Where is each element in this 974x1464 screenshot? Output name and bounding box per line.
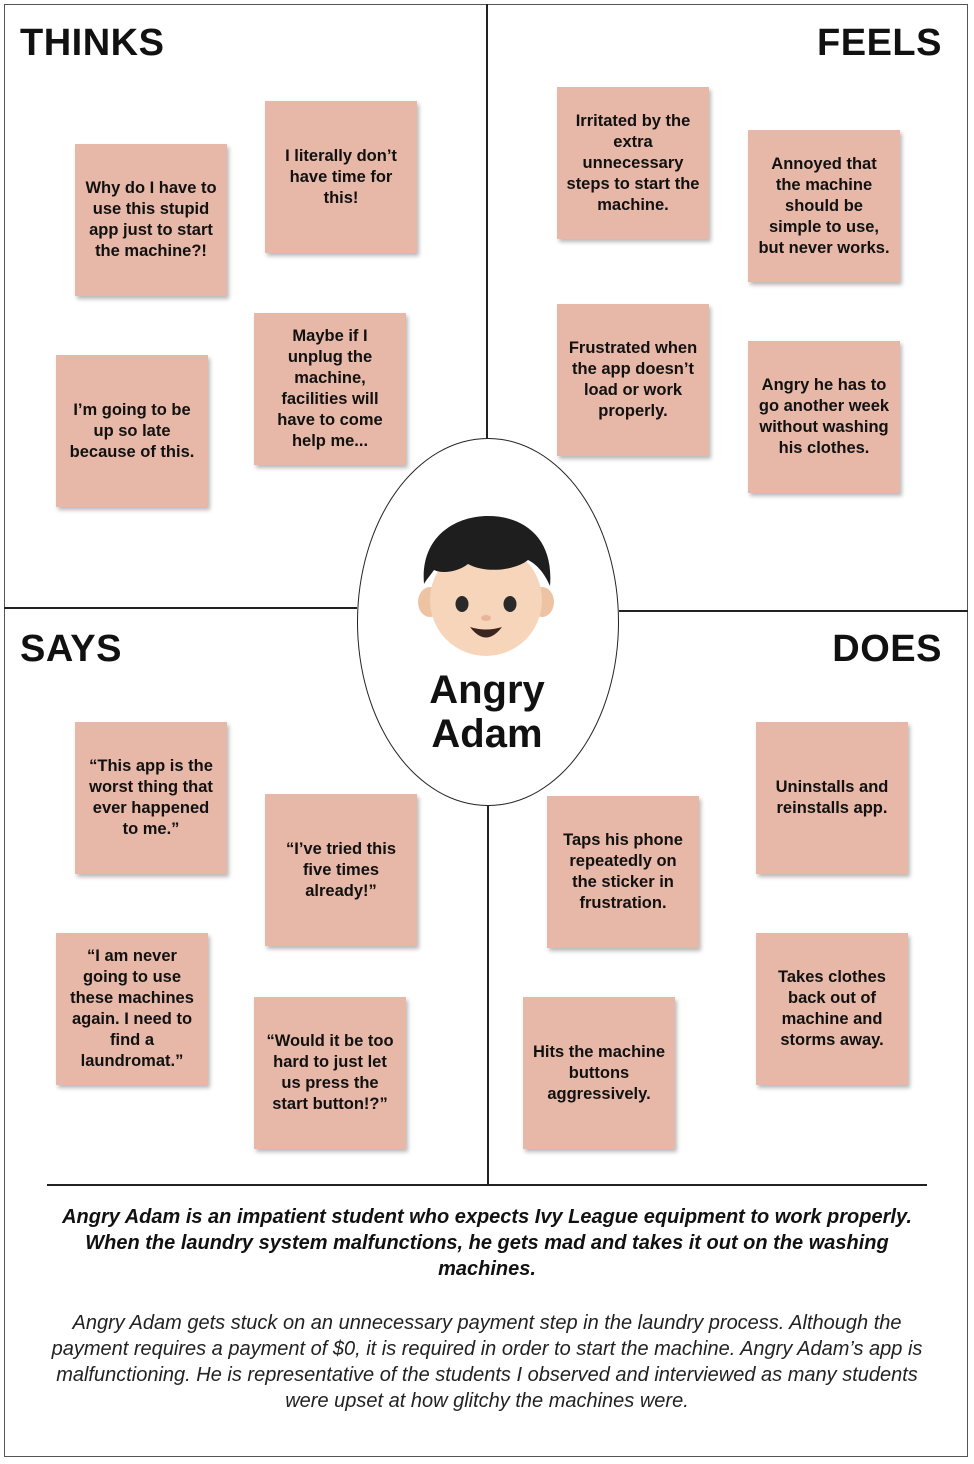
does-note-2: Taps his phone repeatedly on the sticker…: [547, 796, 699, 948]
feels-note-4: Angry he has to go another week without …: [748, 341, 900, 493]
horizontal-divider-left: [4, 607, 357, 609]
thinks-note-1: Why do I have to use this stupid app jus…: [75, 144, 227, 296]
says-note-4: “Would it be too hard to just let us pre…: [254, 997, 406, 1149]
feels-note-2: Annoyed that the machine should be simpl…: [748, 130, 900, 282]
says-note-1: “This app is the worst thing that ever h…: [75, 722, 227, 874]
thinks-note-3: I’m going to be up so late because of th…: [56, 355, 208, 507]
summary-divider: [47, 1184, 927, 1186]
says-note-3: “I am never going to use these machines …: [56, 933, 208, 1085]
does-note-1: Uninstalls and reinstalls app.: [756, 722, 908, 874]
says-title: SAYS: [20, 628, 122, 670]
thinks-title: THINKS: [20, 22, 165, 64]
vertical-divider-top: [486, 4, 488, 438]
persona-summary: Angry Adam is an impatient student who e…: [62, 1206, 912, 1280]
persona-name: Angry Adam: [429, 668, 545, 756]
feels-note-3: Frustrated when the app doesn’t load or …: [557, 304, 709, 456]
thinks-note-2: I literally don’t have time for this!: [265, 101, 417, 253]
feels-note-1: Irritated by the extra unnecessary steps…: [557, 87, 709, 239]
says-note-2: “I’ve tried this five times already!”: [265, 794, 417, 946]
horizontal-divider-right: [619, 610, 968, 612]
boy-face-icon: [418, 516, 554, 656]
vertical-divider-bottom: [487, 806, 489, 1184]
persona-description: Angry Adam gets stuck on an unnecessary …: [51, 1312, 923, 1412]
feels-title: FEELS: [817, 22, 942, 64]
persona-oval: [357, 438, 619, 806]
does-note-4: Hits the machine buttons aggressively.: [523, 997, 675, 1149]
does-note-3: Takes clothes back out of machine and st…: [756, 933, 908, 1085]
does-title: DOES: [832, 628, 942, 670]
thinks-note-4: Maybe if I unplug the machine, facilitie…: [254, 313, 406, 465]
